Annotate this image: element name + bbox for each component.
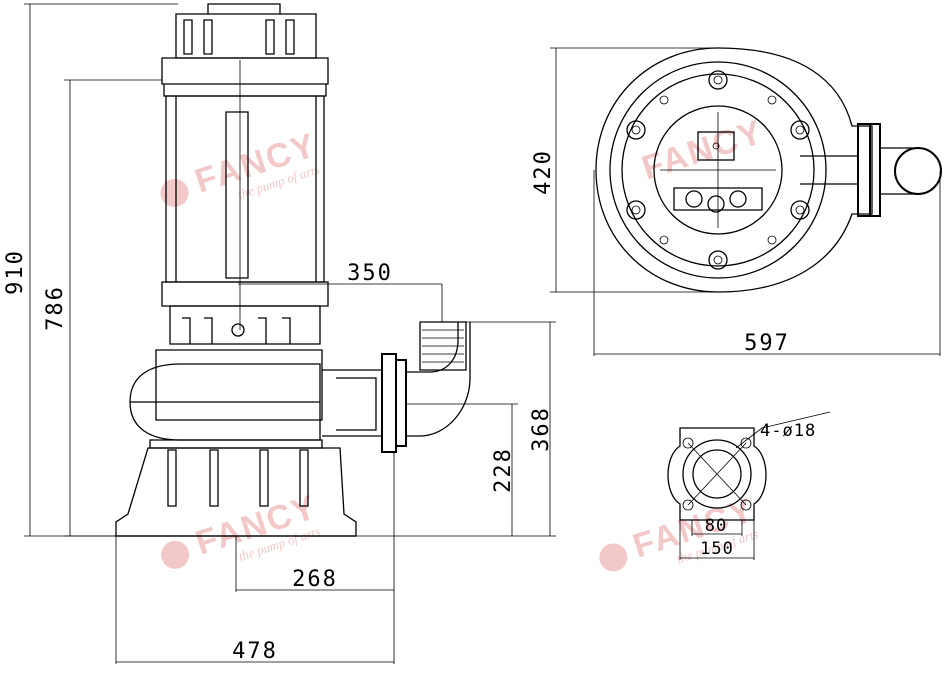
junction-box	[697, 131, 735, 161]
pump-plan-view	[595, 47, 942, 293]
plan-discharge	[800, 123, 942, 217]
dimension-base-to-outlet: 268	[235, 452, 395, 592]
dimension-outlet-center-height: 368	[356, 321, 556, 537]
dim-overall-height-label: 910	[3, 249, 28, 295]
dim-motor-to-base-label: 786	[43, 285, 68, 331]
outlet-flange-detail: 4-ø18 80 150	[667, 411, 831, 560]
watermark-logo-icon	[160, 178, 189, 207]
plan-bolt-lugs	[626, 70, 810, 270]
dim-plan-depth-label: 420	[531, 149, 556, 195]
dim-base-to-outlet-label: 268	[292, 567, 338, 592]
volute-casing	[129, 349, 323, 449]
cable-entries	[673, 187, 763, 213]
dimension-outlet-offset: 350	[238, 261, 443, 322]
dim-outlet-flange-height-label: 228	[491, 447, 516, 493]
dimension-outlet-flange-height: 228	[406, 403, 518, 536]
seal-housing	[169, 305, 321, 345]
dim-base-width-label: 478	[232, 639, 278, 664]
dimension-overall-height: 910	[3, 3, 178, 537]
motor-top-cap	[175, 3, 317, 59]
dimension-plan-depth: 420	[531, 47, 718, 293]
dim-outlet-center-height-label: 368	[529, 406, 554, 452]
discharge-outlet	[322, 321, 471, 453]
pump-side-view	[115, 3, 471, 537]
dim-flange-inner-label: 80	[705, 516, 727, 536]
outlet-flange	[381, 353, 397, 453]
watermark-bottom-right: FANCY the pump of arts	[599, 491, 760, 572]
watermark-logo-icon	[161, 540, 190, 569]
outlet-pipe-end	[894, 147, 942, 195]
dimension-base-width: 478	[115, 536, 395, 664]
flange-bore	[692, 449, 742, 499]
motor-lower-flange	[161, 281, 329, 307]
dim-plan-width-label: 597	[744, 331, 790, 356]
volute-outline	[595, 47, 873, 293]
watermark-logo-icon	[599, 543, 628, 572]
dimension-motor-to-base: 786	[43, 79, 162, 537]
dim-outlet-offset-label: 350	[347, 261, 393, 286]
dim-flange-bolts-label: 4-ø18	[760, 421, 816, 441]
cable-gland-housing	[225, 111, 249, 279]
motor-upper-flange	[161, 57, 329, 97]
dimension-plan-width: 597	[593, 170, 941, 356]
dim-flange-outer-label: 150	[700, 539, 734, 559]
